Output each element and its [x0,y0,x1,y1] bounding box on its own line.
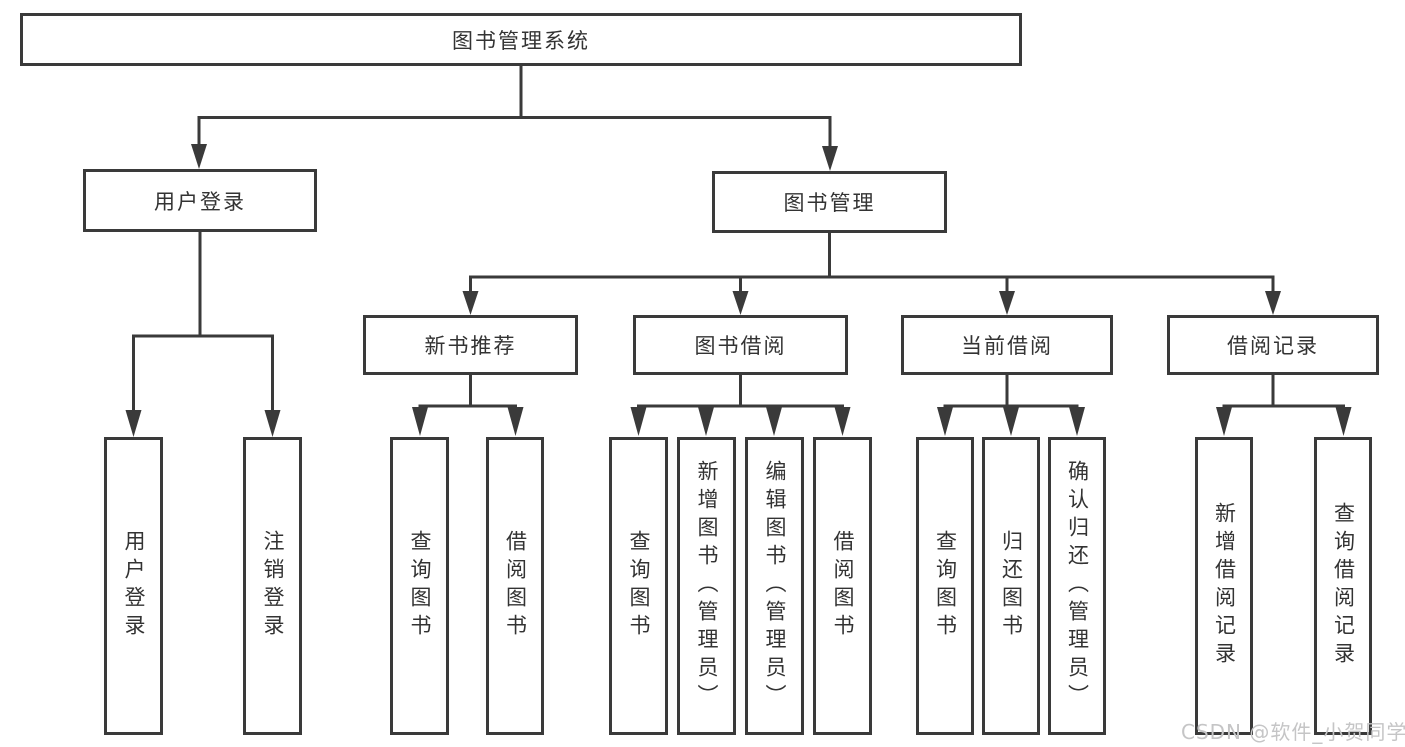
leaf-logout: 注销登录 [243,437,302,735]
leaf-query-books-recommend: 查询图书 [390,437,449,735]
node-new-book-recommendation: 新书推荐 [363,315,578,375]
leaf-return-books: 归还图书 [982,437,1040,735]
leaf-borrow-books: 借阅图书 [813,437,872,735]
node-current-borrowing: 当前借阅 [901,315,1113,375]
node-user-login: 用户登录 [83,169,317,232]
leaf-borrow-books-recommend: 借阅图书 [486,437,544,735]
csdn-watermark: CSDN @软件_小贺同学 [1181,720,1405,744]
node-book-management: 图书管理 [712,171,947,233]
leaf-user-login: 用户登录 [104,437,163,735]
leaf-add-borrow-record: 新增借阅记录 [1195,437,1253,735]
leaf-query-books-current: 查询图书 [916,437,974,735]
leaf-edit-books-admin: 编辑图书（管理员） [745,437,804,735]
node-library-management-system: 图书管理系统 [20,13,1022,66]
node-borrowing-records: 借阅记录 [1167,315,1379,375]
node-book-borrowing: 图书借阅 [633,315,848,375]
leaf-query-borrow-record: 查询借阅记录 [1314,437,1372,735]
leaf-confirm-return-admin: 确认归还（管理员） [1048,437,1106,735]
leaf-query-books-borrow: 查询图书 [609,437,668,735]
leaf-add-books-admin: 新增图书（管理员） [677,437,736,735]
